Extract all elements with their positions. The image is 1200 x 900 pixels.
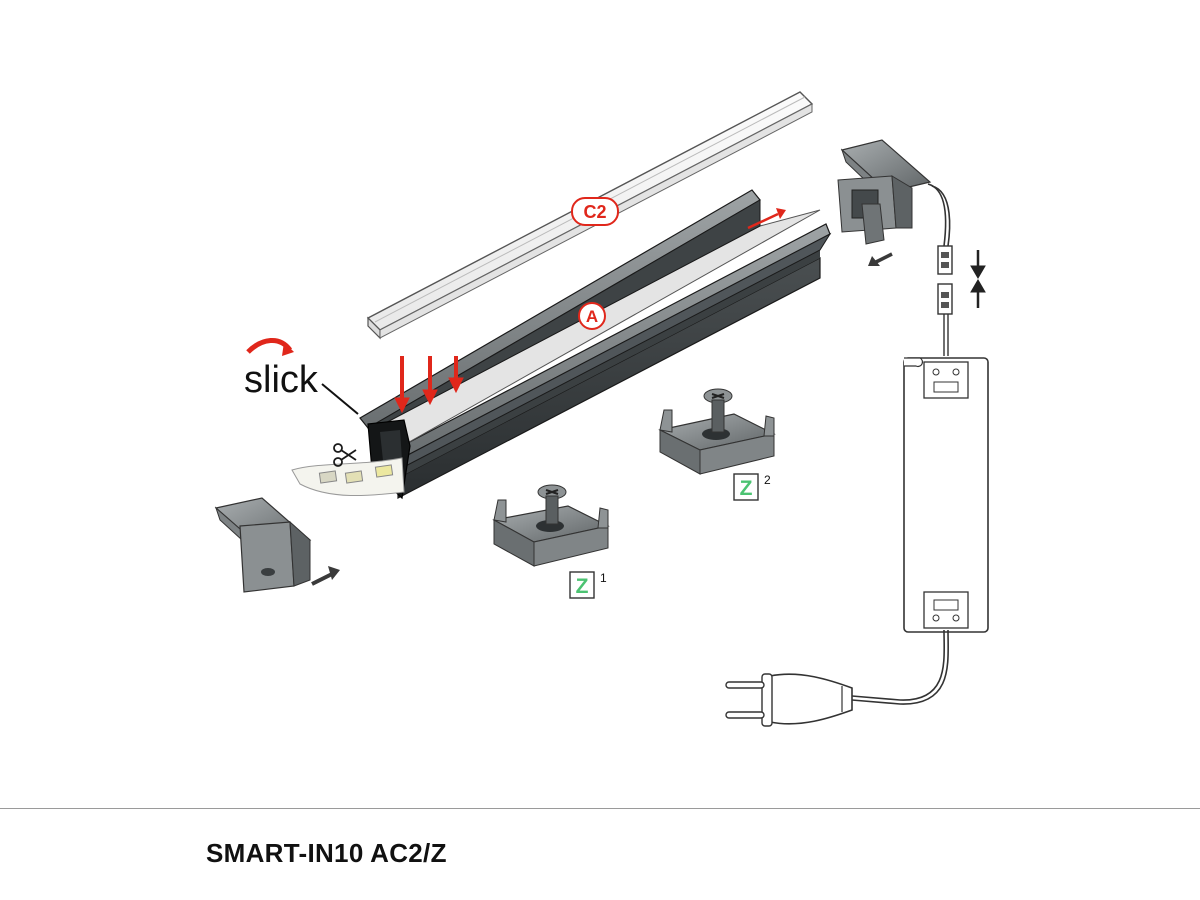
- clip-2-label: Z: [740, 477, 753, 500]
- clip-2-label-badge: Z 2: [733, 473, 771, 501]
- power-supply: [903, 357, 989, 633]
- clip-1-label-badge: Z 1: [569, 571, 607, 599]
- insert-arrow-icon: [311, 566, 340, 586]
- press-arrow-icon: [394, 356, 464, 414]
- brand-logo: slick: [244, 338, 359, 415]
- scissors-icon: [333, 443, 357, 467]
- clip-1-index: 1: [600, 571, 607, 585]
- mains-plug: [725, 673, 853, 727]
- footer-divider: [0, 808, 1200, 809]
- cover-label-badge: C2: [571, 197, 619, 226]
- right-end-cap: [837, 139, 932, 245]
- mains-cable: [851, 629, 949, 705]
- connector-gap-arrows-icon: [970, 250, 986, 308]
- profile-label-badge: A: [578, 302, 606, 330]
- left-end-cap: [214, 497, 312, 593]
- slide-arrow-icon: [747, 208, 786, 230]
- assembly-diagram: C2 A: [214, 91, 989, 727]
- profile-label: A: [586, 307, 598, 326]
- cap-arrow-icon: [868, 252, 893, 266]
- product-code: SMART-IN10 AC2/Z: [206, 838, 447, 868]
- cover-label: C2: [583, 202, 606, 222]
- mounting-clip-2: [658, 388, 776, 475]
- brand-word: slick: [244, 359, 319, 401]
- aluminium-profile: [359, 189, 832, 500]
- cable: [927, 183, 951, 247]
- clip-2-index: 2: [764, 473, 771, 487]
- mounting-clip-1: [492, 484, 610, 567]
- led-strip: [291, 457, 405, 497]
- cable-connector: [937, 245, 953, 356]
- clip-1-label: Z: [576, 575, 589, 598]
